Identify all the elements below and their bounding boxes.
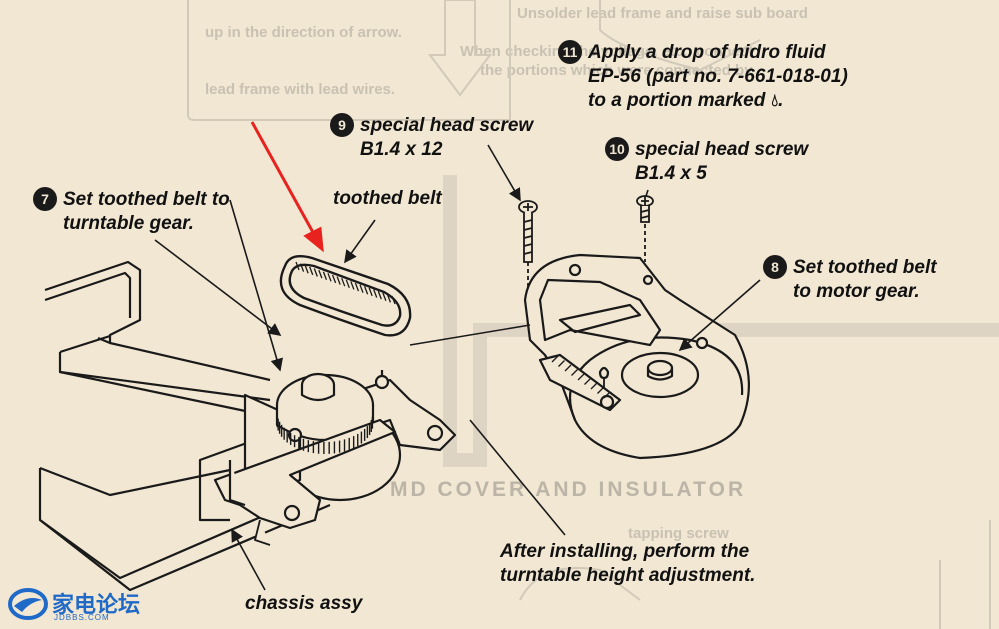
ghost-line: lead frame with lead wires. [205, 81, 396, 98]
chassis-frame [38, 260, 331, 592]
callout-toothed-belt: toothed belt [333, 188, 442, 209]
site-watermark: 家电论坛 JDBBS.COM [8, 586, 148, 624]
gear-teeth [276, 412, 374, 454]
step11-line3: to a portion marked [588, 90, 766, 111]
arm-hole [426, 424, 444, 442]
callout-step9: 9 special head screw B1.4 x 12 [330, 113, 533, 162]
step10-line1: special head screw [635, 139, 809, 160]
motor-slide [538, 353, 622, 412]
leader-step8 [678, 279, 761, 352]
step9-line2: B1.4 x 12 [360, 139, 443, 160]
callout-step10: 10 special head screw B1.4 x 5 [605, 137, 808, 186]
motor-pin [695, 336, 709, 350]
gear-pin [374, 374, 390, 390]
leader-step7-belt [154, 239, 282, 336]
jdbbs-logo-icon [8, 588, 48, 620]
ghost-part-lower [519, 567, 641, 601]
watermark-name: 家电论坛 [52, 592, 141, 617]
step-badge-8: 8 [763, 255, 787, 279]
toothed-belt [279, 255, 412, 337]
red-annotation-arrow [250, 121, 324, 253]
step-badge-10: 10 [605, 137, 629, 161]
fluid-drop-mark [598, 366, 610, 380]
step7-line2: turntable gear. [63, 213, 194, 234]
after-install-line2: turntable height adjustment. [500, 565, 756, 586]
ghost-text-block: Unsolder lead frame and raise sub board … [205, 4, 808, 99]
ghost-part [599, 0, 761, 72]
slide-teeth [551, 355, 611, 399]
bracket-screw-hole-2 [642, 274, 654, 286]
leader-belt-label [344, 219, 376, 264]
fluid-drop-icon: 💧︎ [771, 91, 779, 110]
ghost-line: Unsolder lead frame and raise sub board [517, 5, 808, 22]
callout-after-install: After installing, perform the turntable … [500, 540, 755, 588]
motor-assembly [523, 253, 750, 460]
screw-b1-4x12 [518, 200, 538, 290]
callout-step7: 7 Set toothed belt to turntable gear. [33, 187, 230, 236]
watermark-domain: JDBBS.COM [54, 613, 110, 622]
step7-line1: Set toothed belt to [63, 189, 230, 210]
ghost-box [187, 0, 511, 121]
ghost-section-title: MD COVER AND INSULATOR [390, 478, 747, 501]
ghost-line: When checking the voltage, etc., connect [460, 43, 754, 60]
callout-chassis: chassis assy [245, 593, 363, 614]
step8-line1: Set toothed belt [793, 257, 937, 278]
bracket-hole [283, 504, 301, 522]
leader-chassis [231, 528, 266, 591]
screw-b1-4x5 [636, 195, 654, 262]
leader-step9 [487, 144, 521, 202]
ghost-screw-label: tapping screw [628, 525, 729, 542]
ghost-down-arrow [428, 0, 492, 97]
leader-belt-transfer [409, 324, 531, 346]
leader-after-install [469, 419, 566, 536]
ghost-line: up in the direction of arrow. [205, 24, 402, 41]
bracket-screw-hole [568, 263, 582, 277]
step8-line2: to motor gear. [793, 281, 920, 302]
leader-step10 [645, 189, 649, 197]
ghost-lines-right [939, 520, 991, 629]
step-badge-7: 7 [33, 187, 57, 211]
slide-hole [599, 394, 615, 410]
leader-lines [154, 144, 761, 591]
step10-line2: B1.4 x 5 [635, 163, 707, 184]
motor-gear [646, 359, 674, 377]
turntable-gear-assembly [213, 370, 457, 546]
step11-line2: EP-56 (part no. 7-661-018-01) [588, 66, 848, 87]
after-install-line1: After installing, perform the [500, 541, 750, 562]
chassis-bracket [213, 418, 397, 530]
step-badge-9: 9 [330, 113, 354, 137]
leader-step7-gear [229, 199, 283, 372]
belt-teeth [295, 261, 396, 305]
step9-line1: special head screw [360, 115, 534, 136]
step-badge-11: 11 [558, 40, 582, 64]
callout-step11: 11 Apply a drop of hidro fluid EP-56 (par… [558, 40, 848, 113]
step11-line1: Apply a drop of hidro fluid [588, 42, 826, 63]
callout-step8: 8 Set toothed belt to motor gear. [763, 255, 937, 304]
